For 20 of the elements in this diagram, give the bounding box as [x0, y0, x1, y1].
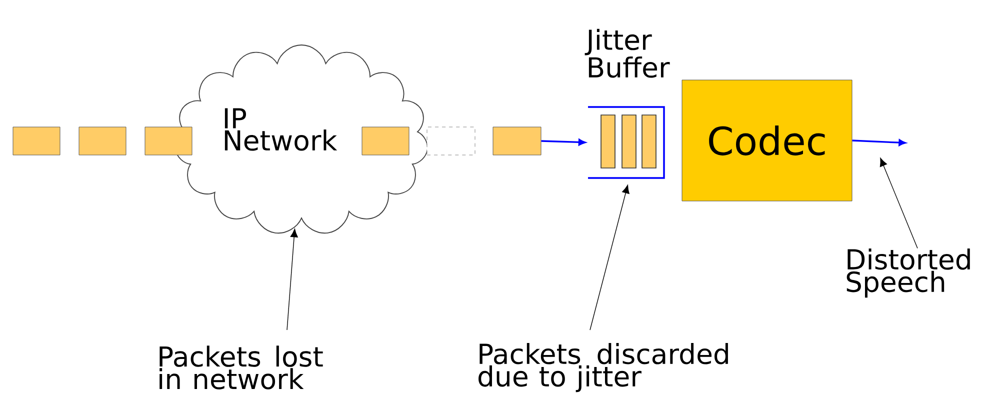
- packet-box: [144, 126, 192, 156]
- cloud: IP Network: [175, 44, 428, 234]
- packet-box: [362, 126, 410, 156]
- packet-box: [492, 126, 542, 156]
- annotation: Distorted Speech: [846, 248, 970, 298]
- buffered-packet: [622, 114, 636, 168]
- leader-line: [590, 184, 630, 330]
- leader-line: [286, 228, 298, 330]
- annotation: Packets lost in network: [160, 346, 323, 390]
- arrow: [852, 139, 906, 146]
- buffered-packet: [600, 114, 616, 168]
- arrow: [541, 138, 586, 146]
- packet-box: [426, 126, 476, 156]
- packet-box: [78, 126, 126, 156]
- annotation: Packets discarded due to jitter: [478, 342, 728, 392]
- heading: Jitter Buffer: [584, 28, 670, 78]
- codec-box: Codec: [682, 80, 852, 202]
- leader-line: [880, 158, 918, 249]
- buffered-packet: [642, 114, 656, 168]
- packet-box: [12, 126, 60, 156]
